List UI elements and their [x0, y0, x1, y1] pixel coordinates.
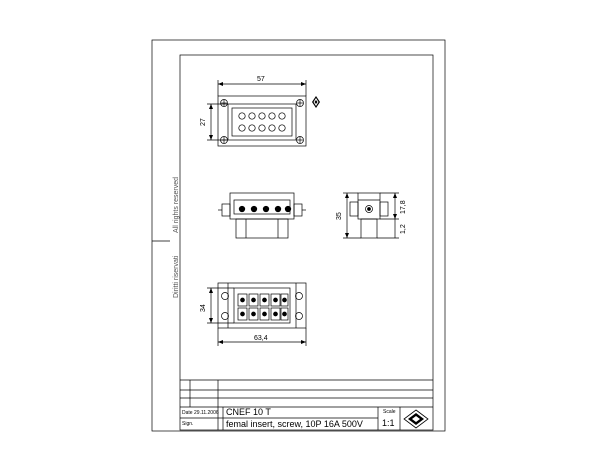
front-view — [218, 192, 306, 239]
date-value: 29.11.2006 — [194, 410, 219, 416]
dim-side-upper: 17,8 — [400, 200, 407, 214]
dim-bottom-width: 63,4 — [254, 335, 268, 342]
part-description: femal insert, screw, 10P 16A 500V — [226, 419, 363, 429]
dim-top-width: 57 — [257, 76, 265, 83]
sign-label: Sign. — [182, 421, 194, 427]
dim-bottom-height: 34 — [200, 304, 207, 312]
outer-frame — [151, 39, 446, 432]
dim-side-height: 35 — [336, 212, 343, 220]
side-view — [343, 192, 399, 239]
top-view — [207, 80, 307, 147]
all-rights-text: All rights reserved — [173, 176, 180, 233]
dimension-arrows — [209, 82, 397, 344]
title-block-grid — [180, 379, 433, 430]
dim-top-height: 27 — [200, 118, 207, 126]
part-code: CNEF 10 T — [226, 407, 271, 417]
dim-side-lower: 1,2 — [400, 224, 407, 234]
date-label: Date — [182, 410, 193, 416]
scale-value: 1:1 — [382, 418, 395, 428]
diritti-text: Diritti riservati — [173, 255, 180, 298]
diamond-logo-icon — [312, 96, 320, 108]
scale-label: Scale — [383, 409, 396, 415]
bottom-view — [207, 282, 307, 346]
inner-frame — [179, 54, 434, 431]
projection-symbol-icon — [403, 409, 429, 429]
